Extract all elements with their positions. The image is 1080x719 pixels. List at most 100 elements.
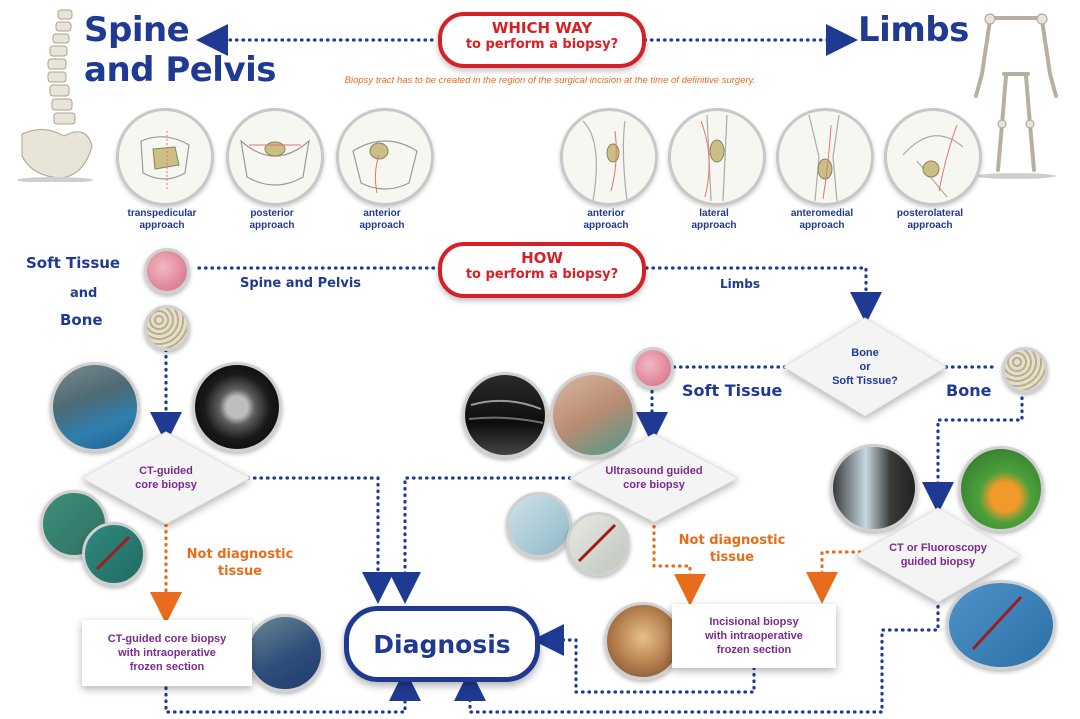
core-sample-photo <box>566 512 630 576</box>
how-line2: to perform a biopsy? <box>465 267 619 282</box>
ct-to-diagnosis <box>246 476 394 604</box>
transpedicular-approach-image <box>116 108 214 206</box>
left-bone-label: Bone <box>60 311 103 329</box>
not-diag-line1: Not diagnostic <box>678 533 786 548</box>
caption-line2: approach <box>583 220 629 231</box>
which-way-pill: WHICH WAY to perform a biopsy? <box>438 12 646 68</box>
biopsy-tract-note: Biopsy tract has to be created in the re… <box>344 75 756 86</box>
how-line1: HOW <box>521 249 563 267</box>
caption-line2: approach <box>799 220 845 231</box>
ct-guided-diamond-text: CT-guided core biopsy <box>96 464 236 492</box>
caption-line2: approach <box>249 220 295 231</box>
ultrasound-image <box>462 372 548 458</box>
spine-skeleton-illustration <box>17 9 93 182</box>
caption-line1: posterior <box>250 208 294 219</box>
decision-line1: Bone <box>851 347 879 359</box>
caption-line1: posterolateral <box>896 208 964 219</box>
diamond-line2: core biopsy <box>135 479 197 491</box>
posterolateral-approach-image <box>884 108 982 206</box>
biopsy-sample-photo <box>82 522 146 586</box>
caption-line1: lateral <box>699 208 729 219</box>
intraoperative-photo <box>246 614 324 692</box>
incisional-line1: Incisional biopsy <box>709 616 799 628</box>
incisional-to-diagnosis <box>532 624 756 694</box>
lateral-approach-image <box>668 108 766 206</box>
incisional-photo <box>604 602 682 680</box>
caption-line2: approach <box>907 220 953 231</box>
left-and-label: and <box>70 286 98 301</box>
anterior-approach-limb-image <box>560 108 658 206</box>
not-diag-line2: tissue <box>709 550 755 565</box>
which-way-line1: WHICH WAY <box>491 19 593 37</box>
us-not-diagnostic-arrow <box>652 518 706 606</box>
how-pill: HOW to perform a biopsy? <box>438 242 646 298</box>
ultrasound-diamond-text: Ultrasound guided core biopsy <box>584 464 724 492</box>
core-needle-photo <box>506 492 572 558</box>
not-diag-line2: tissue <box>217 564 263 579</box>
fluoro-line1: CT or Fluoroscopy <box>889 542 987 554</box>
fluoroscopy-diamond <box>854 507 1022 603</box>
anterior-approach-spine-image <box>336 108 434 206</box>
which-way-line2: to perform a biopsy? <box>465 37 619 52</box>
box-line1: CT-guided core biopsy <box>107 633 227 645</box>
caption-line1: transpedicular <box>127 208 197 219</box>
box-line3: frozen section <box>129 661 205 673</box>
fluoro-not-diagnostic-arrow <box>806 550 862 604</box>
decision-line2: or <box>859 361 871 373</box>
not-diag-line1: Not diagnostic <box>186 547 294 562</box>
right-bone-label: Bone <box>946 381 992 400</box>
spine-title-line2: and Pelvis <box>84 50 277 90</box>
right-soft-tissue-swatch <box>632 347 674 389</box>
ct-procedure-photo <box>50 362 140 452</box>
spine-pelvis-title: Spine and Pelvis <box>84 10 277 90</box>
ct-frozen-section-box: CT-guided core biopsy with intraoperativ… <box>82 620 252 686</box>
right-not-diagnostic-label: Not diagnostic tissue <box>672 532 792 566</box>
fluoroscopy-diamond-text: CT or Fluoroscopy guided biopsy <box>868 541 1008 569</box>
caption-line1: anteromedial <box>790 208 854 219</box>
fluoroscopy-procedure-photo <box>958 446 1044 532</box>
fluoroscopy-sample-photo <box>946 580 1056 670</box>
us-line1: Ultrasound guided <box>605 465 703 477</box>
us-line2: core biopsy <box>623 479 685 491</box>
anteromedial-approach-image <box>776 108 874 206</box>
fluoroscopy-image <box>830 444 918 532</box>
fluoro-line2: guided biopsy <box>900 556 976 568</box>
caption-line2: approach <box>691 220 737 231</box>
spine-title-line1: Spine <box>84 10 190 50</box>
ct-guided-diamond <box>80 431 252 525</box>
soft-tissue-swatch <box>144 248 190 294</box>
caption-line2: approach <box>359 220 405 231</box>
bone-swatch <box>144 305 190 351</box>
ultrasound-procedure-photo <box>550 372 636 458</box>
limbs-skeleton-illustration <box>974 13 1058 179</box>
right-bone-swatch <box>1002 347 1048 393</box>
spine-pelvis-branch-label: Spine and Pelvis <box>240 276 362 291</box>
diamond-line1: CT-guided <box>139 465 193 477</box>
limbs-title: Limbs <box>858 10 969 50</box>
fluoro-to-diagnosis <box>454 598 940 714</box>
diagnosis-node: Diagnosis <box>344 606 540 682</box>
posterior-approach-image <box>226 108 324 206</box>
decision-diamond <box>783 317 947 417</box>
left-soft-tissue-label: Soft Tissue <box>26 254 121 272</box>
caption-line1: anterior <box>587 208 625 219</box>
box-line2: with intraoperative <box>118 647 216 659</box>
bone-down-arrow <box>922 396 1024 514</box>
decision-line3: Soft Tissue? <box>832 375 898 387</box>
leftbox-to-diagnosis <box>164 669 421 714</box>
right-soft-tissue-label: Soft Tissue <box>682 381 783 400</box>
left-not-diagnostic-label: Not diagnostic tissue <box>180 546 300 580</box>
incisional-line3: frozen section <box>716 644 792 656</box>
incisional-line2: with intraoperative <box>705 630 803 642</box>
how-right-line <box>638 266 882 324</box>
incisional-biopsy-box: Incisional biopsy with intraoperative fr… <box>672 604 836 668</box>
decision-diamond-text: Bone or Soft Tissue? <box>805 346 925 388</box>
